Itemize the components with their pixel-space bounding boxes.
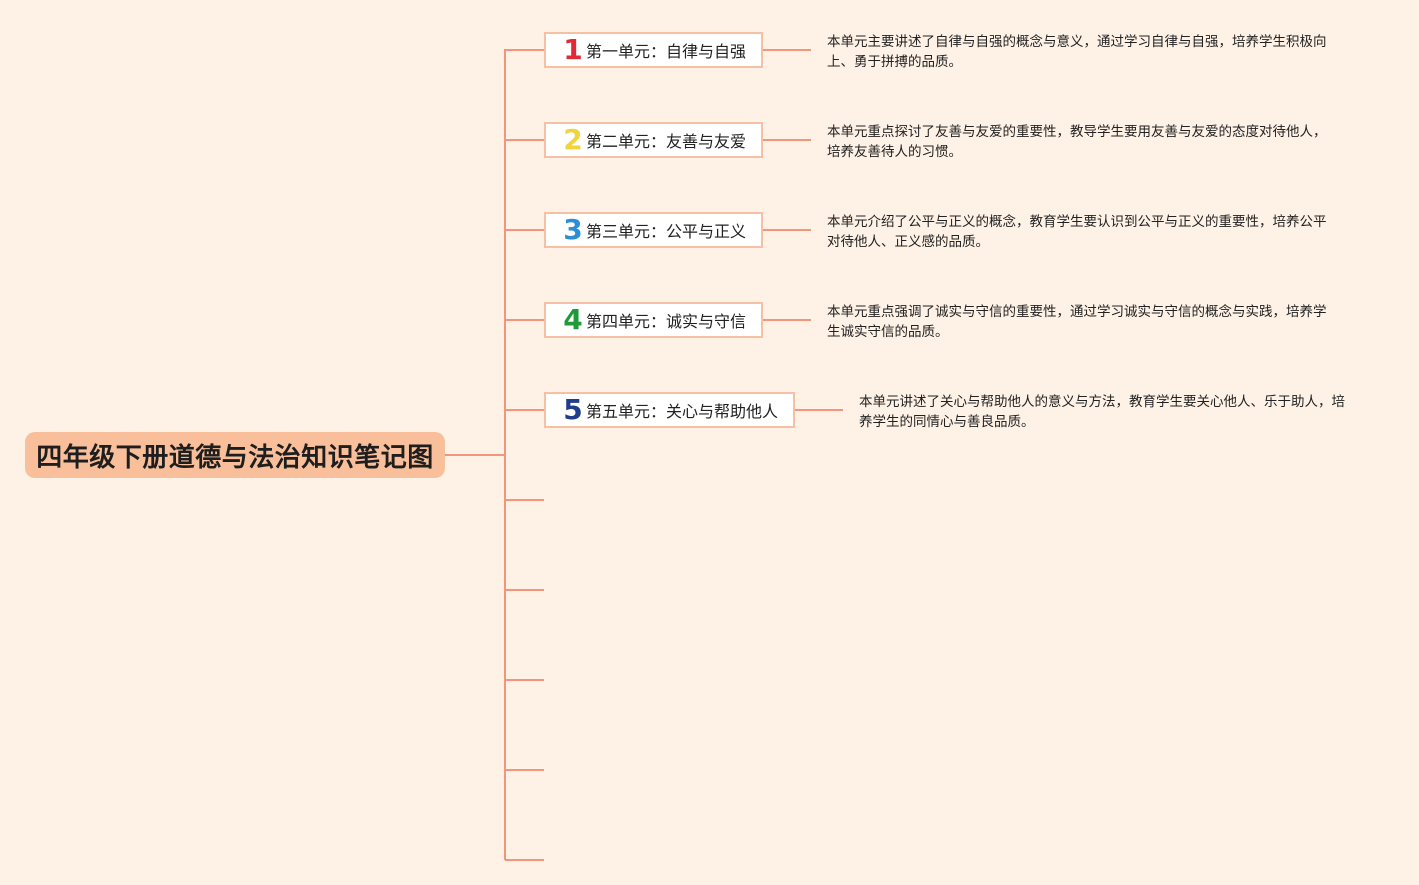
unit-label: 第一单元：自律与自强	[586, 42, 747, 61]
unit-node-2[interactable]: 2 第二单元：友善与友爱	[544, 122, 763, 158]
unit-label: 第四单元：诚实与守信	[586, 312, 747, 331]
unit-node-5[interactable]: 5 第五单元：关心与帮助他人	[544, 392, 795, 428]
unit-description-2: 本单元重点探讨了友善与友爱的重要性，教导学生要用友善与友爱的态度对待他人，培养友…	[827, 124, 1327, 160]
unit-node-4[interactable]: 4 第四单元：诚实与守信	[544, 302, 763, 338]
unit-number-icon: 1	[563, 33, 583, 66]
root-topic-node[interactable]: 四年级下册道德与法治知识笔记图	[25, 432, 445, 478]
unit-description-5: 本单元讲述了关心与帮助他人的意义与方法，教育学生要关心他人、乐于助人，培养学生的…	[859, 394, 1345, 430]
unit-description-3: 本单元介绍了公平与正义的概念，教育学生要认识到公平与正义的重要性，培养公平对待他…	[827, 214, 1327, 250]
unit-node-1[interactable]: 1 第一单元：自律与自强	[544, 32, 763, 68]
root-topic-title: 四年级下册道德与法治知识笔记图	[36, 442, 434, 473]
unit-number-icon: 2	[563, 123, 583, 156]
unit-label: 第五单元：关心与帮助他人	[586, 402, 779, 421]
unit-description-1: 本单元主要讲述了自律与自强的概念与意义，通过学习自律与自强，培养学生积极向上、勇…	[827, 34, 1327, 70]
unit-number-icon: 5	[563, 393, 583, 426]
unit-label: 第三单元：公平与正义	[586, 222, 747, 241]
unit-description-4: 本单元重点强调了诚实与守信的重要性，通过学习诚实与守信的概念与实践，培养学生诚实…	[827, 304, 1327, 340]
unit-number-icon: 3	[563, 213, 583, 246]
unit-node-3[interactable]: 3 第三单元：公平与正义	[544, 212, 763, 248]
unit-label: 第二单元：友善与友爱	[586, 132, 747, 151]
unit-number-icon: 4	[563, 303, 583, 336]
